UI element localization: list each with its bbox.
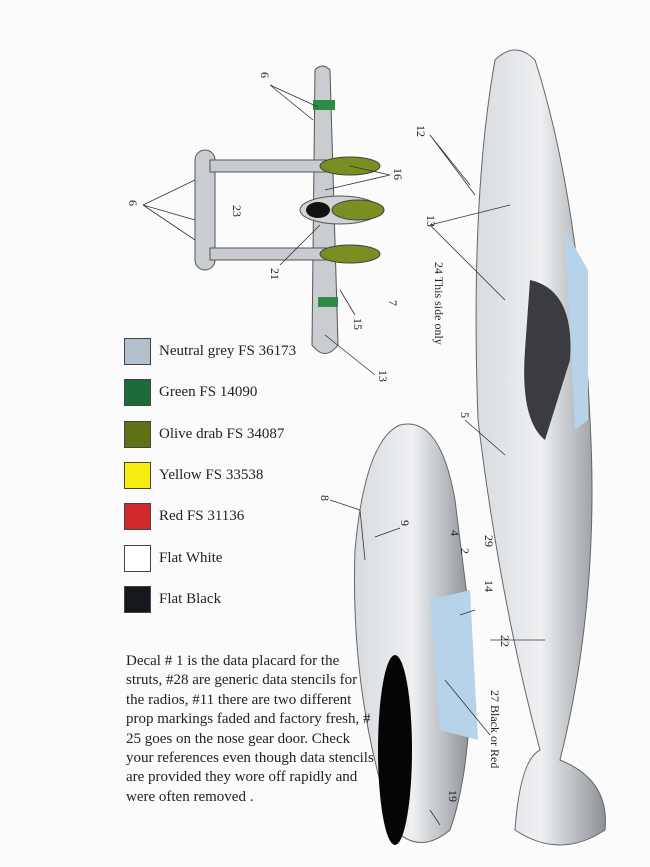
legend-item: Neutral grey FS 36173 [124, 331, 296, 372]
callout: 13 [424, 215, 438, 227]
callout: 7 [386, 300, 400, 306]
callout: 21 [268, 268, 282, 280]
callout: 27 Black or Red [488, 690, 502, 769]
callout: 6 [258, 72, 272, 78]
legend-item: Red FS 31136 [124, 496, 296, 537]
legend-item: Yellow FS 33538 [124, 455, 296, 496]
callout: 9 [398, 520, 412, 526]
swatch [124, 379, 151, 407]
swatch [124, 462, 151, 490]
callout: 15 [351, 318, 365, 330]
swatch [124, 503, 151, 531]
swatch [124, 420, 151, 448]
decal-note: Decal # 1 is the data placard for the st… [126, 653, 374, 805]
callout: 4 [448, 530, 462, 536]
callout: 5 [458, 412, 472, 418]
callout: 6 [126, 200, 140, 206]
swatch [124, 338, 151, 366]
legend-item: Olive drab FS 34087 [124, 414, 296, 455]
callout: 8 [318, 495, 332, 501]
top-view-aircraft [194, 65, 385, 354]
side-view-aircraft [475, 49, 606, 846]
callout: 29 [482, 535, 496, 547]
swatch [124, 544, 151, 572]
callout: 12 [414, 125, 428, 137]
callout: 2 [458, 548, 472, 554]
color-legend: Neutral grey FS 36173 Green FS 14090 Oli… [124, 331, 296, 620]
callout: 24 This side only [432, 262, 446, 345]
swatch [124, 585, 151, 613]
callout: 22 [498, 635, 512, 647]
callout: 13 [376, 370, 390, 382]
legend-item: Flat White [124, 537, 296, 578]
legend-item: Flat Black [124, 579, 296, 620]
leader-lines [142, 84, 545, 826]
nose-view-aircraft [354, 423, 478, 845]
callout: 23 [230, 205, 244, 217]
callout: 14 [482, 580, 496, 592]
callout: 19 [446, 790, 460, 802]
callout: 16 [391, 168, 405, 180]
legend-item: Green FS 14090 [124, 372, 296, 413]
